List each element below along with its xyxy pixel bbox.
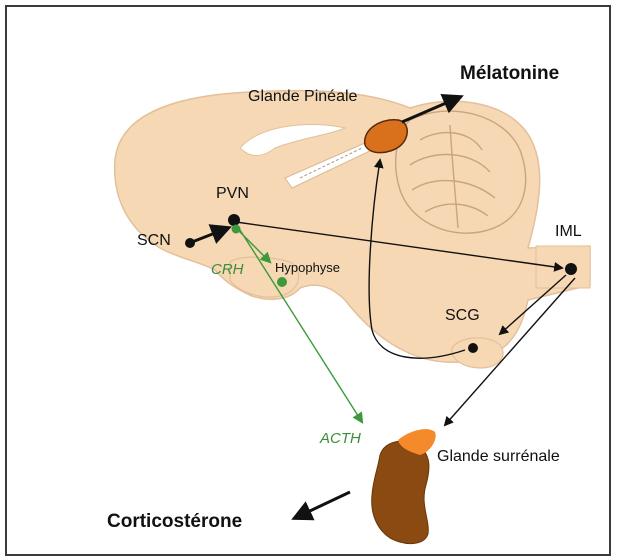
pvn-node (228, 214, 240, 226)
hypophyse-node (277, 277, 287, 287)
scg-node (468, 343, 478, 353)
pvn-label: PVN (216, 186, 249, 202)
crh-label: CRH (211, 262, 244, 277)
iml-label: IML (555, 224, 582, 240)
iml-box (536, 246, 590, 288)
iml-node (565, 263, 577, 275)
corticosterone-label: Corticostérone (107, 512, 242, 531)
pvn-green-node (232, 225, 241, 234)
hypophyse-label: Hypophyse (275, 261, 340, 274)
brain-shape (115, 91, 590, 363)
scg-ganglion (452, 338, 503, 368)
scg-label: SCG (445, 308, 480, 324)
acth-label: ACTH (320, 431, 361, 446)
glande-surrenale-label: Glande surrénale (437, 449, 560, 465)
scn-label: SCN (137, 233, 171, 249)
adrenal-gland (372, 441, 429, 543)
glande-pineale-label: Glande Pinéale (248, 89, 357, 105)
scn-node (185, 238, 195, 248)
melatonine-label: Mélatonine (460, 64, 559, 83)
